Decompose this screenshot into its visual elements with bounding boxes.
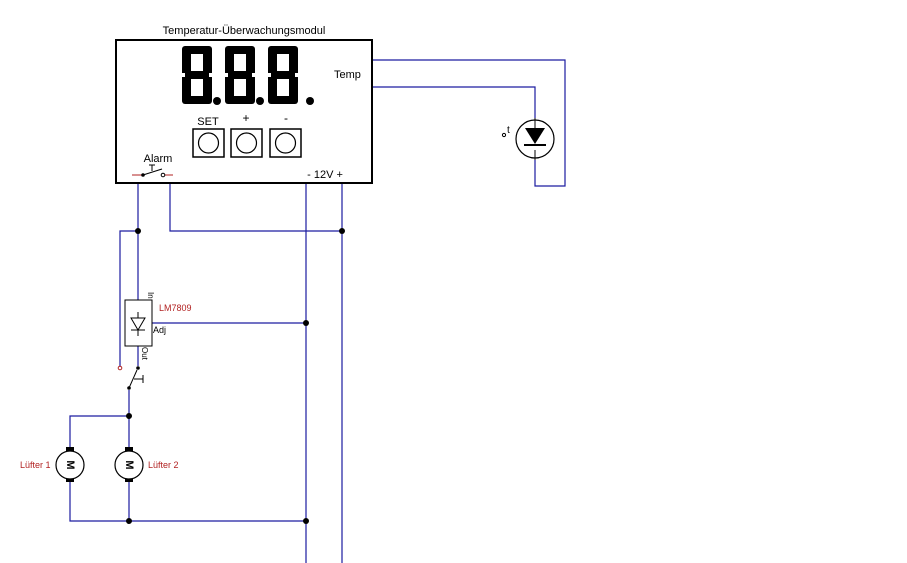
digit-3 — [268, 46, 314, 105]
fan-2-label: Lüfter 2 — [148, 460, 179, 470]
junctions — [126, 228, 345, 524]
digit-2 — [225, 46, 264, 105]
plus-button-label: + — [242, 111, 249, 125]
junction-dot — [126, 518, 132, 524]
seven-segment-display — [182, 46, 314, 105]
minus-button[interactable] — [269, 128, 302, 158]
junction-dot — [126, 413, 132, 419]
diode-triangle-icon — [525, 128, 545, 144]
motor-icon — [114, 450, 144, 480]
fan-1: M Lüfter 1 — [20, 447, 85, 482]
digit-1 — [182, 46, 221, 105]
set-button[interactable] — [192, 128, 225, 158]
set-button-label: SET — [197, 116, 219, 128]
junction-dot — [303, 518, 309, 524]
motor-icon — [55, 450, 85, 480]
fan-1-label: Lüfter 1 — [20, 460, 51, 470]
fan-1-symbol: M — [64, 460, 76, 469]
regulator-pin-adj: Adj — [153, 325, 166, 335]
alarm-label: Alarm — [144, 153, 173, 165]
alarm-to-plus-wire — [169, 183, 342, 232]
fan-2: M Lüfter 2 — [114, 447, 179, 482]
module-title: Temperatur-Überwachungsmodul — [163, 25, 326, 37]
alarm-contact-icon — [132, 164, 173, 178]
regulator-pin-in: In — [146, 292, 155, 299]
bypass-wire — [119, 230, 138, 366]
junction-dot — [303, 320, 309, 326]
junction-dot — [135, 228, 141, 234]
temperature-sensor: t — [501, 118, 555, 160]
temp-wire-bottom — [372, 86, 536, 118]
fans-ground-wire — [69, 481, 306, 522]
minus-button-label: - — [284, 111, 288, 125]
temperature-module: Temperatur-Überwachungsmodul — [115, 25, 373, 184]
junction-dot — [339, 228, 345, 234]
supply-label: - 12V + — [307, 169, 343, 181]
plus-button[interactable] — [230, 128, 263, 158]
fan-2-symbol: M — [123, 460, 135, 469]
regulator-pin-out: Out — [140, 347, 149, 361]
regulator-name: LM7809 — [159, 303, 192, 313]
fan1-top-wire — [69, 415, 129, 448]
changeover-switch-icon — [117, 365, 144, 390]
wires — [69, 59, 566, 563]
sensor-symbol-label: t — [507, 125, 510, 136]
voltage-regulator: LM7809 In Out Adj — [124, 292, 192, 361]
temp-wire-top — [372, 59, 566, 187]
temp-label: Temp — [334, 69, 361, 81]
